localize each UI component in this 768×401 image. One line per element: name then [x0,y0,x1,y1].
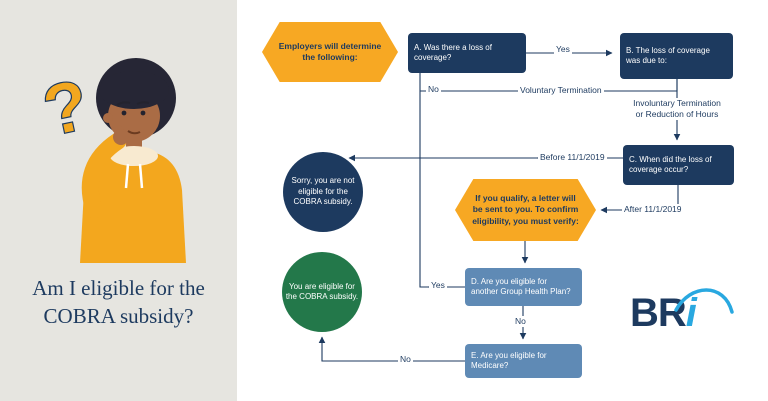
person-arm [81,132,127,219]
node-text-line: Medicare? [471,361,509,370]
edge-label-yes-a-to-b: Yes [554,44,572,56]
edge-label-line: or Reduction of Hours [635,109,719,120]
node-box-e-medicare: E. Are you eligible for Medicare? [465,344,582,378]
edge-label-no-from-e: No [398,354,413,366]
logo-letters-br: BR [630,291,687,335]
node-text-line: Sorry, you are not [291,176,355,186]
node-text-line: B. The loss of coverage [626,45,710,55]
edge-label-yes-from-d: Yes [429,280,447,292]
edge-label-before-date: Before 11/1/2019 [538,152,607,164]
page-title: Am I eligible for the COBRA subsidy? [0,274,237,331]
node-employers-hexagon: Employers will determine the following: [262,22,398,82]
node-text-line: Employers will determine [278,40,382,51]
node-text-line: was due to: [626,56,667,65]
node-box-b-coverage-due-to: B. The loss of coverage was due to: [620,33,733,79]
person-mouth [127,130,141,135]
person-eyebrow-right [136,101,150,105]
person-eye-right [140,110,146,116]
left-panel: ? Am I eligible for the COBRA s [0,0,237,401]
node-text-line: A. Was there a loss of [414,42,492,52]
node-box-a-loss-of-coverage: A. Was there a loss of coverage? [408,33,526,73]
edge-label-after-date: After 11/1/2019 [622,204,684,216]
node-text-line: another Group Health Plan? [471,287,571,296]
thinking-person-illustration: ? [36,58,186,263]
node-text-line: You are eligible for [289,281,355,291]
person-eye-left [121,110,127,116]
edge-label-line: Involuntary Termination [633,98,721,108]
node-text-line: D. Are you eligible for [471,276,548,286]
brand-logo-text: BRi [630,291,697,336]
node-box-d-other-group-health-plan: D. Are you eligible for another Group He… [465,268,582,306]
hoodie-drawstring-right [138,163,144,189]
edge-label-no-from-a: No [426,84,441,96]
title-line: Am I eligible for the [32,276,205,300]
node-box-c-when-loss-occurred: C. When did the loss of coverage occur? [623,145,734,185]
node-text-line: the COBRA subsidy. [285,292,359,301]
question-mark-icon: ? [36,65,96,152]
node-not-eligible-circle: Sorry, you are not eligible for the COBR… [283,152,363,232]
person-hoodie [80,152,186,263]
edge-label-voluntary-termination: Voluntary Termination [518,85,604,97]
node-text-line: If you qualify, a letter will [475,193,576,204]
title-line: COBRA subsidy? [43,304,194,329]
node-eligible-circle: You are eligible for the COBRA subsidy. [282,252,362,332]
person-hand [113,129,129,145]
person-hair-fringe [99,71,169,109]
node-text-line: eligible for the [298,186,348,196]
node-qualify-letter-hexagon: If you qualify, a letter will be sent to… [455,179,596,241]
brand-logo-bri: BRi [630,280,746,336]
logo-letter-i: i [685,291,697,335]
edge-label-no-d-to-e: No [513,316,528,328]
person-ear [103,113,113,123]
node-text-line: E. Are you eligible for [471,350,547,360]
logo-swoosh-icon [674,288,734,314]
node-text-line: be sent to you. To confirm [472,204,579,215]
hoodie-collar [110,146,158,166]
node-text-line: C. When did the loss of [629,154,712,164]
node-text-line: coverage occur? [629,165,689,174]
node-text-line: coverage? [414,53,452,62]
hoodie-drawstring-left [124,163,130,189]
node-text-line: COBRA subsidy. [293,197,353,207]
node-text-line: eligibility, you must verify: [472,215,579,226]
node-text-line: the following: [302,52,358,62]
edge-label-involuntary-termination: Involuntary Termination or Reduction of … [618,98,736,121]
person-eyebrow-left [116,101,131,106]
